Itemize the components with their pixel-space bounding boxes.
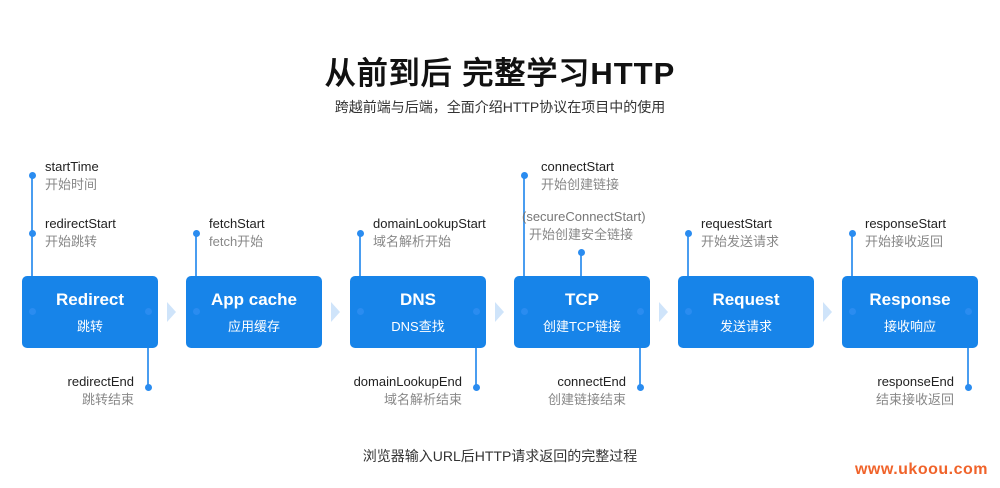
response-start-line	[851, 233, 853, 311]
response-start-dot	[849, 230, 856, 237]
stage-redirect: Redirect 跳转	[22, 276, 158, 348]
connect-end-line	[639, 311, 641, 387]
timing-key: domainLookupEnd	[353, 374, 462, 389]
secure-connect-dot	[578, 249, 585, 256]
timing-desc: 跳转结束	[81, 392, 134, 407]
dns-start-anchor-dot	[357, 308, 364, 315]
timing-desc: 开始发送请求	[701, 234, 780, 249]
timing-desc: 域名解析开始	[373, 234, 452, 249]
timing-key: domainLookupStart	[373, 216, 486, 231]
response-start-anchor-dot	[849, 308, 856, 315]
request-start-anchor-dot	[685, 308, 692, 315]
redirect-start-dot	[29, 230, 36, 237]
connect-end-anchor-dot	[637, 308, 644, 315]
label-domain-lookup-end: domainLookupEnd 域名解析结束	[354, 373, 462, 409]
timing-key: responseEnd	[877, 374, 954, 389]
stage-name: Redirect	[55, 290, 125, 309]
response-end-dot	[965, 384, 972, 391]
timing-key: (secureConnectStart)	[522, 209, 646, 224]
timing-desc: 开始接收返回	[865, 234, 944, 249]
timing-desc: 开始跳转	[45, 234, 98, 249]
stage-sub: 接收响应	[883, 319, 936, 334]
chevron-right-icon	[167, 302, 176, 322]
timing-desc: fetch开始	[209, 234, 264, 249]
timing-desc: 开始创建安全链接	[528, 227, 633, 242]
label-start-time: startTime 开始时间	[45, 158, 99, 194]
timing-key: redirectStart	[45, 216, 116, 231]
secure-connect-line	[580, 252, 582, 276]
connect-end-dot	[637, 384, 644, 391]
stage-request: Request 发送请求	[678, 276, 814, 348]
timing-key: connectStart	[541, 159, 614, 174]
label-fetch-start: fetchStart fetch开始	[209, 215, 265, 251]
stage-sub: 应用缓存	[227, 319, 280, 334]
diagram-caption: 浏览器输入URL后HTTP请求返回的完整过程	[362, 448, 638, 464]
label-response-end: responseEnd 结束接收返回	[876, 373, 954, 409]
page-title: 从前到后 完整学习HTTP	[324, 56, 676, 91]
dns-start-line	[359, 233, 361, 311]
response-end-anchor-dot	[965, 308, 972, 315]
timing-key: startTime	[45, 159, 99, 174]
stage-dns: DNS DNS查找	[350, 276, 486, 348]
request-start-line	[687, 233, 689, 311]
timing-desc: 域名解析结束	[383, 392, 462, 407]
stage-sub: 发送请求	[719, 319, 772, 334]
stage-name: Response	[869, 290, 951, 309]
label-request-start: requestStart 开始发送请求	[701, 215, 779, 251]
redirect-end-line	[147, 311, 149, 387]
label-domain-lookup-start: domainLookupStart 域名解析开始	[373, 215, 486, 251]
site-watermark: www.ukoou.com	[854, 461, 988, 478]
label-connect-start: connectStart 开始创建链接	[541, 158, 619, 194]
stage-name: Request	[712, 290, 780, 309]
chevron-right-icon	[495, 302, 504, 322]
stage-sub: 跳转	[76, 319, 103, 334]
chevron-right-icon	[823, 302, 832, 322]
redirect-start-anchor-dot	[29, 308, 36, 315]
chevron-right-icon	[331, 302, 340, 322]
timing-desc: 创建链接结束	[547, 392, 626, 407]
stage-name: DNS	[400, 290, 436, 309]
stage-tcp: TCP 创建TCP链接	[514, 276, 650, 348]
fetch-start-anchor-dot	[193, 308, 200, 315]
start-time-dot	[29, 172, 36, 179]
redirect-start-line	[31, 175, 33, 311]
timing-key: redirectEnd	[67, 374, 134, 389]
label-redirect-start: redirectStart 开始跳转	[45, 215, 116, 251]
label-secure-connect-start: (secureConnectStart) 开始创建安全链接	[522, 208, 646, 244]
dns-end-line	[475, 311, 477, 387]
dns-end-anchor-dot	[473, 308, 480, 315]
timing-key: responseStart	[865, 216, 946, 231]
fetch-start-dot	[193, 230, 200, 237]
response-end-line	[967, 311, 969, 387]
connect-start-anchor-dot	[521, 308, 528, 315]
dns-end-dot	[473, 384, 480, 391]
stage-name: TCP	[565, 290, 599, 309]
label-response-start: responseStart 开始接收返回	[865, 215, 946, 251]
label-redirect-end: redirectEnd 跳转结束	[68, 373, 134, 409]
request-start-dot	[685, 230, 692, 237]
stage-name: App cache	[211, 290, 297, 309]
timing-key: requestStart	[701, 216, 772, 231]
timing-key: connectEnd	[557, 374, 626, 389]
dns-start-dot	[357, 230, 364, 237]
stage-response: Response 接收响应	[842, 276, 978, 348]
label-connect-end: connectEnd 创建链接结束	[548, 373, 626, 409]
timing-desc: 结束接收返回	[875, 392, 954, 407]
timing-desc: 开始时间	[45, 177, 98, 192]
stage-app-cache: App cache 应用缓存	[186, 276, 322, 348]
stage-sub: DNS查找	[391, 319, 445, 334]
page-subtitle: 跨越前端与后端，全面介绍HTTP协议在项目中的使用	[334, 99, 666, 115]
stage-sub: 创建TCP链接	[542, 319, 621, 334]
chevron-right-icon	[659, 302, 668, 322]
timing-key: fetchStart	[209, 216, 265, 231]
connect-start-dot	[521, 172, 528, 179]
connect-start-line	[523, 175, 525, 311]
redirect-end-anchor-dot	[145, 308, 152, 315]
redirect-end-dot	[145, 384, 152, 391]
fetch-start-line	[195, 233, 197, 311]
timing-desc: 开始创建链接	[541, 177, 620, 192]
